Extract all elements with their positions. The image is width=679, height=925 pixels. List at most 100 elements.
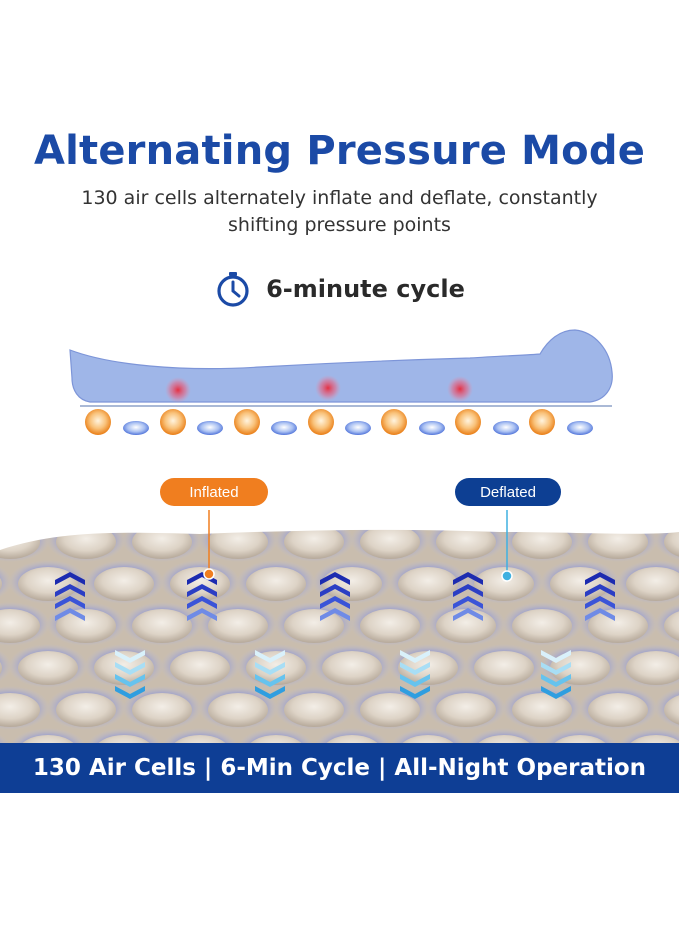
mattress-closeup: Inflated Deflated <box>0 470 679 745</box>
deflated-cell <box>419 421 445 435</box>
body-illustration <box>69 329 613 435</box>
mattress-cell <box>360 609 420 643</box>
page-subtitle: 130 air cells alternately inflate and de… <box>81 187 598 236</box>
mattress-cell <box>550 651 610 685</box>
mattress-cell <box>322 567 382 601</box>
up-arrow-icon <box>55 572 85 585</box>
svg-text:Deflated: Deflated <box>480 484 536 501</box>
deflated-cell <box>345 421 371 435</box>
down-arrow-icon <box>255 650 285 663</box>
mattress-cell <box>132 693 192 727</box>
up-arrow-icon <box>585 596 615 609</box>
air-cell-row <box>85 409 593 435</box>
mattress-cell <box>0 577 2 591</box>
down-arrow-icon <box>255 662 285 675</box>
mattress-cell <box>208 693 268 727</box>
down-arrow-icon <box>400 686 430 699</box>
mattress-groove <box>0 650 12 682</box>
up-arrow-icon <box>55 584 85 597</box>
up-arrow-icon <box>453 584 483 597</box>
mattress-cell <box>170 651 230 685</box>
mattress-cell <box>172 735 228 745</box>
up-arrow-icon <box>320 596 350 609</box>
up-arrow-icon <box>453 608 483 621</box>
mattress-cell <box>360 693 420 727</box>
up-arrow-icon <box>585 608 615 621</box>
down-arrow-icon <box>400 650 430 663</box>
down-arrow-icon <box>115 686 145 699</box>
mattress-cell <box>474 651 534 685</box>
mattress-cell <box>284 609 344 643</box>
down-arrow-icon <box>115 650 145 663</box>
up-arrow-icon <box>187 608 217 621</box>
mattress-cell <box>474 567 534 601</box>
deflated-label: Deflated <box>455 478 561 506</box>
up-arrow-icon <box>320 572 350 585</box>
inflated-cell <box>529 409 555 435</box>
mattress-cell <box>664 695 679 725</box>
mattress-cell <box>284 525 344 559</box>
mattress-cell <box>626 651 679 685</box>
inflated-cell <box>234 409 260 435</box>
up-arrow-icon <box>320 608 350 621</box>
inflated-cell <box>160 409 186 435</box>
mattress-cell <box>208 609 268 643</box>
deflated-cell <box>197 421 223 435</box>
mattress-cell <box>0 693 40 727</box>
mattress-cell <box>626 567 679 601</box>
mattress-cell <box>246 567 306 601</box>
mattress-groove <box>0 566 12 598</box>
up-arrow-icon <box>55 608 85 621</box>
down-arrow-icon <box>541 662 571 675</box>
cycle-label: 6-minute cycle <box>266 275 465 303</box>
mattress-cell <box>324 735 380 745</box>
down-arrow-icon <box>400 662 430 675</box>
inflated-cell <box>381 409 407 435</box>
down-arrow-icon <box>115 662 145 675</box>
mattress-cell <box>552 735 608 745</box>
inflated-cell <box>455 409 481 435</box>
up-arrow-icon <box>453 572 483 585</box>
down-arrow-icon <box>541 650 571 663</box>
mattress-cell <box>512 525 572 559</box>
mattress-cell <box>476 735 532 745</box>
mattress-cell <box>588 693 648 727</box>
mattress-cell <box>132 609 192 643</box>
up-arrow-icon <box>187 584 217 597</box>
up-arrow-icon <box>320 584 350 597</box>
mattress-cell <box>208 525 268 559</box>
down-arrow-icon <box>255 686 285 699</box>
mattress-cell <box>18 567 78 601</box>
down-arrow-icon <box>115 674 145 687</box>
mattress-cell <box>588 609 648 643</box>
mattress-cell <box>550 567 610 601</box>
stopwatch-icon <box>217 272 249 307</box>
mattress-cell <box>628 735 679 745</box>
deflated-cell <box>271 421 297 435</box>
mattress-cell <box>322 651 382 685</box>
up-arrow-icon <box>453 596 483 609</box>
mattress-cell <box>512 609 572 643</box>
mattress-cell <box>436 609 496 643</box>
down-arrow-icon <box>541 686 571 699</box>
mattress-cell <box>96 735 152 745</box>
mattress-cell <box>170 567 230 601</box>
mattress-cell <box>56 693 116 727</box>
cycle-row: 6-minute cycle <box>0 270 679 308</box>
mattress-cell <box>400 735 456 745</box>
svg-text:Inflated: Inflated <box>189 484 238 501</box>
deflated-cell <box>123 421 149 435</box>
inflated-cell <box>308 409 334 435</box>
up-arrow-icon <box>585 572 615 585</box>
pressure-point <box>315 375 341 401</box>
mattress-cell <box>94 567 154 601</box>
mattress-cell <box>0 661 2 675</box>
feature-banner: 130 Air Cells | 6-Min Cycle | All-Night … <box>0 743 679 793</box>
pressure-point <box>165 377 191 403</box>
up-arrow-icon <box>187 596 217 609</box>
mattress-cell <box>20 735 76 745</box>
deflated-cell <box>567 421 593 435</box>
body-silhouette <box>69 329 613 403</box>
mattress-cell <box>664 611 679 641</box>
up-arrow-icon <box>585 584 615 597</box>
